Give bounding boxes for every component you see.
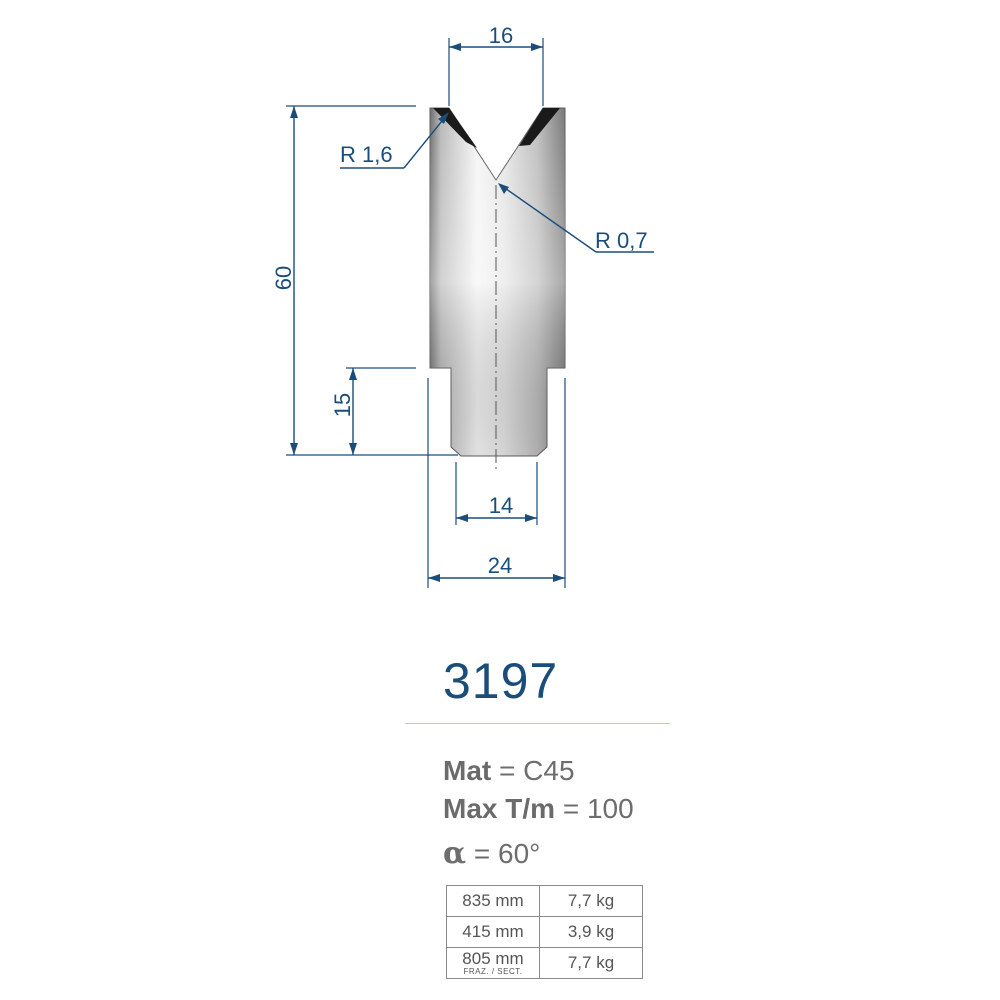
total-height-label: 60 [271,266,296,290]
shoulder-chamfer-right [519,108,560,146]
spec-max-load: Max T/m = 100 [443,793,634,825]
max-load-label: Max T/m [443,793,556,824]
length-cell-sectioned: 805 mm FRAZ. / SECT. [446,947,540,979]
product-code: 3197 [443,653,559,709]
weights-table: 835 mm 7,7 kg 415 mm 3,9 kg 805 mm FRAZ.… [446,885,643,979]
body-width-label: 24 [488,553,512,578]
dimension-tang-height: 15 [330,367,416,455]
divider [405,723,670,724]
dimension-tang-width: 14 [455,462,538,525]
section-note: FRAZ. / SECT. [463,967,523,976]
spec-material: Mat = C45 [443,755,575,787]
radius-shoulder-label: R 1,6 [340,142,393,167]
table-row: 835 mm 7,7 kg [446,885,643,917]
table-row: 415 mm 3,9 kg [446,916,643,948]
spec-angle: α = 60° [443,836,540,871]
tang-width-label: 14 [489,493,513,518]
angle-value: = 60° [473,838,541,869]
alpha-symbol: α [443,836,467,871]
die-profile [429,107,566,470]
dimension-body-width: 24 [427,378,566,588]
length-cell: 415 mm [446,916,540,948]
radius-tip-callout: R 0,7 [498,183,654,253]
weight-cell: 7,7 kg [539,885,643,917]
material-value: = C45 [499,755,575,786]
weight-cell: 3,9 kg [539,916,643,948]
dimension-top-width: 16 [448,23,544,106]
max-load-value: = 100 [562,793,634,824]
length-value: 805 mm [462,949,524,968]
dimension-total-height: 60 [271,105,458,456]
radius-shoulder-callout: R 1,6 [340,112,449,169]
material-label: Mat [443,755,492,786]
length-cell: 835 mm [446,885,540,917]
radius-tip-label: R 0,7 [595,228,648,253]
table-row: 805 mm FRAZ. / SECT. 7,7 kg [446,947,643,979]
weight-cell: 7,7 kg [539,947,643,979]
tang-height-label: 15 [330,393,355,417]
top-width-label: 16 [489,23,513,48]
